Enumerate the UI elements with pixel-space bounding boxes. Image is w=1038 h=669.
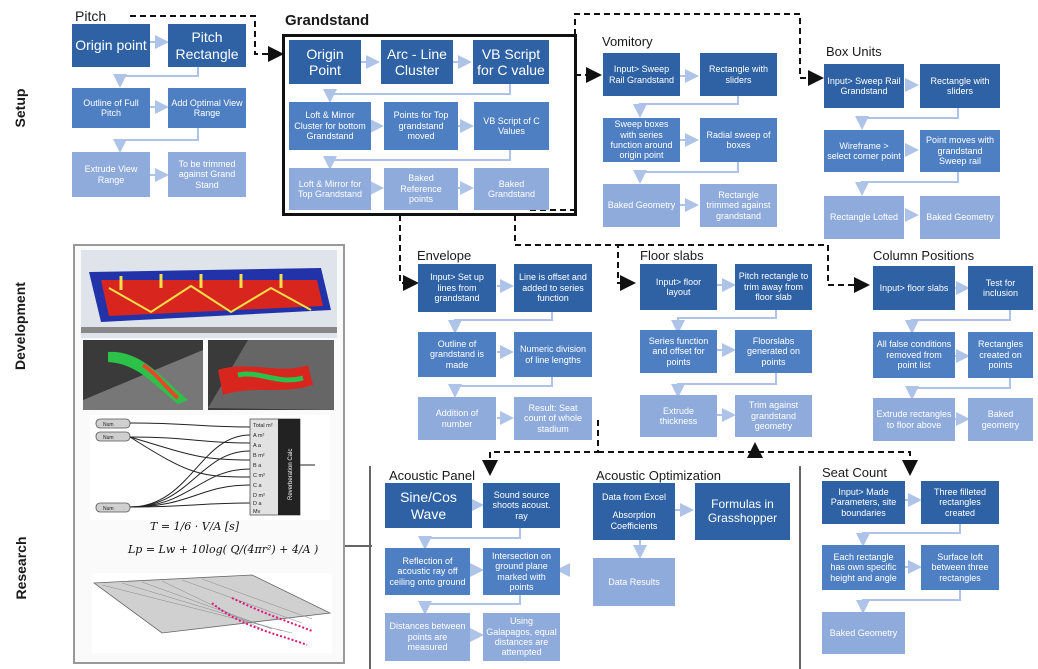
floor-extrude: Extrude thickness <box>640 395 717 437</box>
gh-b2: B a <box>253 463 262 469</box>
envelope-title: Envelope <box>417 248 472 263</box>
acoustic-galapagos: Using Galapagos, equal distances are att… <box>483 613 560 661</box>
envelope-analysis-image-right <box>208 340 334 410</box>
seat-input: Input> Made Parameters, site boundaries <box>822 481 905 524</box>
acoustic-opt-data-box: Data from Excel Absorption Coefficients <box>593 483 675 540</box>
vomitory-baked: Baked Geometry <box>603 184 680 227</box>
envelope-result: Result: Seat count of whole stadium <box>514 397 592 440</box>
vomitory-rect: Rectangle with sliders <box>700 53 777 96</box>
envelope-outline: Outline of grandstand is made <box>418 332 496 377</box>
reverb-formula-1: T = 1/6 · V/A [s] <box>150 520 240 533</box>
gh-num-2: Num <box>103 435 114 441</box>
grandstand-arc: Arc - Line Cluster <box>381 40 453 84</box>
grandstand-loft-top: Loft & Mirror for Top Grandstand <box>289 168 371 210</box>
gh-num-1: Num <box>103 422 114 428</box>
acoustic-opt-title: Acoustic Optimization <box>596 468 721 483</box>
stadium-render-image <box>81 250 337 338</box>
box-units-point: Point moves with grandstand Sweep rail <box>920 130 1000 172</box>
pitch-optimal-view: Add Optimal View Range <box>168 88 246 128</box>
grandstand-title: Grandstand <box>285 12 370 29</box>
box-units-lofted: Rectangle Lofted <box>824 196 904 239</box>
reverb-formula-2: Lp = Lw + 10log( Q/(4πr²) + 4/A ) <box>128 543 319 556</box>
seat-each-rect: Each rectangle has own specific height a… <box>822 545 905 590</box>
acoustic-panel-title: Acoustic Panel <box>389 468 475 483</box>
floor-title: Floor slabs <box>640 248 704 263</box>
gh-b: B m² <box>253 453 265 459</box>
box-units-title: Box Units <box>826 44 882 59</box>
vomitory-title: Vomitory <box>602 34 653 49</box>
envelope-analysis-image-left <box>83 340 203 410</box>
envelope-numeric: Numeric division of line lengths <box>514 332 592 377</box>
floor-series: Series function and offset for points <box>640 330 717 373</box>
grandstand-points-top: Points for Top grandstand moved <box>384 102 458 150</box>
seat-three-rects: Three filleted rectangles created <box>921 481 999 524</box>
gh-c2: C a <box>253 483 263 489</box>
floor-pitch: Pitch rectangle to trim away from floor … <box>735 264 812 310</box>
floor-trim: Trim against grandstand geometry <box>735 395 812 437</box>
column-baked: Baked geometry <box>968 398 1033 441</box>
vomitory-trimmed: Rectangle trimmed against grandstand <box>700 184 777 227</box>
grandstand-origin: Origin Point <box>289 40 361 84</box>
gh-num-3: Num <box>103 506 114 512</box>
acoustic-reflection: Reflection of acoustic ray off ceiling o… <box>385 548 470 595</box>
gh-a: A m² <box>253 433 264 439</box>
seat-baked: Baked Geometry <box>822 612 905 654</box>
grandstand-baked: Baked Grandstand <box>474 168 549 210</box>
column-test: Test for inclusion <box>968 266 1033 310</box>
box-units-wire: Wireframe > select corner point <box>824 130 904 172</box>
column-extrude: Extrude rectangles to floor above <box>873 398 955 441</box>
grasshopper-reverb-definition: Total m² A m² A a B m² B a C m² C a D m²… <box>90 415 330 520</box>
pitch-origin-point: Origin point <box>72 24 150 67</box>
pitch-trim: To be trimmed against Grand Stand <box>168 152 246 197</box>
grandstand-loft-bottom: Loft & Mirror Cluster for bottom Grandst… <box>289 102 371 150</box>
envelope-input: Input> Set up lines from grandstand <box>418 264 496 312</box>
seat-count-title: Seat Count <box>822 465 888 480</box>
column-input: Input> floor slabs <box>873 266 955 310</box>
acoustic-ray-image <box>92 573 332 653</box>
pitch-title: Pitch <box>75 8 107 24</box>
box-units-input: Input> Sweep Rail Grandstand <box>824 64 904 108</box>
column-false: All false conditions removed from point … <box>873 332 955 378</box>
grandstand-frame <box>282 34 577 216</box>
acoustic-opt-formulas: Formulas in Grasshopper <box>695 483 790 540</box>
gh-calc-label: Reverberation Calc <box>288 449 294 500</box>
gh-total: Total m² <box>253 423 273 429</box>
grandstand-baked-ref: Baked Reference points <box>384 168 458 210</box>
column-title: Column Positions <box>873 248 975 263</box>
box-units-rect: Rectangle with sliders <box>920 64 1000 108</box>
vomitory-input: Input> Sweep Rail Grandstand <box>603 53 680 96</box>
floor-input: Input> floor layout <box>640 264 717 310</box>
envelope-addition: Addition of number <box>418 397 496 440</box>
box-units-baked: Baked Geometry <box>920 196 1000 239</box>
gh-v: Mv <box>253 509 261 515</box>
pitch-rectangle: Pitch Rectangle <box>168 24 246 67</box>
acoustic-distances: Distances between points are measured <box>385 613 470 661</box>
vomitory-sweep: Sweep boxes with series function around … <box>603 118 680 162</box>
grandstand-vb: VB Script for C value <box>473 40 549 84</box>
grandstand-vb-c: VB Script of C Values <box>474 102 549 150</box>
acoustic-opt-excel: Data from Excel <box>601 491 667 502</box>
gh-a2: A a <box>253 443 262 449</box>
gh-d: D m² <box>253 493 265 499</box>
pitch-extrude: Extrude View Range <box>72 152 150 197</box>
acoustic-source: Sound source shoots acoust. ray <box>483 483 560 528</box>
acoustic-opt-results: Data Results <box>593 558 675 606</box>
gh-d2: D a <box>253 501 263 507</box>
acoustic-intersection: Intersection on ground plane marked with… <box>483 548 560 595</box>
floor-slabs: Floorslabs generated on points <box>735 330 812 373</box>
gh-c: C m² <box>253 473 265 479</box>
pitch-outline: Outline of Full Pitch <box>72 88 150 128</box>
vomitory-radial: Radial sweep of boxes <box>700 118 777 162</box>
acoustic-opt-absorption: Absorption Coefficients <box>610 510 658 531</box>
envelope-line: Line is offset and added to series funct… <box>514 264 592 312</box>
column-rects: Rectangles created on points <box>968 332 1033 378</box>
acoustic-sine-wave: Sine/Cos Wave <box>385 483 472 528</box>
seat-surface-loft: Surface loft between three rectangles <box>921 545 999 590</box>
